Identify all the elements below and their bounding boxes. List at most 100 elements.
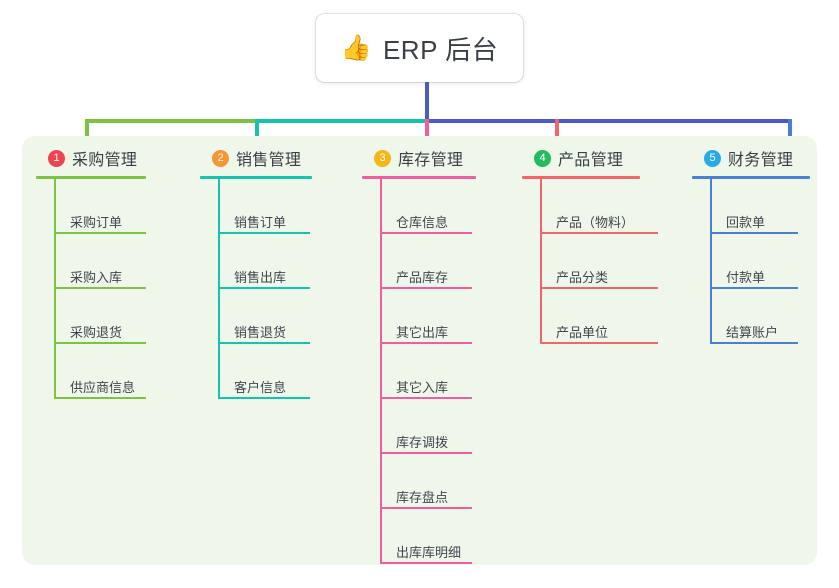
leaf-item[interactable]: 库存调拨 [380, 399, 522, 454]
leaf-item[interactable]: 供应商信息 [54, 344, 196, 399]
branch-column-5: 5 财务管理回款单付款单结算账户 [692, 146, 837, 344]
leaf-underline [380, 507, 472, 509]
branch-title-3: 库存管理 [398, 152, 464, 169]
leaf-label: 出库库明细 [396, 545, 462, 560]
leaf-underline [218, 287, 310, 289]
leaf-label: 销售出库 [234, 270, 287, 285]
leaf-label: 结算账户 [726, 325, 779, 340]
branch-header-3[interactable]: 3 库存管理 [362, 146, 522, 170]
leaf-label: 其它入库 [396, 380, 449, 395]
branch-underline-3 [362, 176, 476, 179]
leaf-underline [710, 342, 798, 344]
leaf-label: 库存调拨 [396, 435, 449, 450]
leaf-item[interactable]: 付款单 [710, 234, 837, 289]
leaf-label: 销售退货 [234, 325, 287, 340]
leaf-item[interactable]: 回款单 [710, 179, 837, 234]
leaf-underline [218, 397, 310, 399]
leaf-underline [710, 232, 798, 234]
leaf-label: 供应商信息 [70, 380, 136, 395]
branch-title-5: 财务管理 [728, 152, 794, 169]
leaf-item[interactable]: 其它入库 [380, 344, 522, 399]
leaf-underline [54, 232, 146, 234]
branch-column-4: 4 产品管理产品（物料） 产品分类产品单位 [522, 146, 687, 344]
leaf-item[interactable]: 采购订单 [54, 179, 196, 234]
leaf-item[interactable]: 产品分类 [540, 234, 687, 289]
leaf-item[interactable]: 产品（物料） [540, 179, 687, 234]
leaf-item[interactable]: 销售退货 [218, 289, 355, 344]
leaf-underline [540, 287, 658, 289]
leaf-underline [380, 452, 472, 454]
leaf-spine-3 [380, 179, 382, 564]
branch-badge-2: 2 [212, 149, 229, 167]
leaf-item[interactable]: 仓库信息 [380, 179, 522, 234]
leaf-underline [380, 287, 472, 289]
leaf-list-4: 产品（物料） 产品分类产品单位 [540, 179, 687, 344]
leaf-label: 仓库信息 [396, 215, 449, 230]
leaf-underline [380, 562, 472, 564]
leaf-label: 库存盘点 [396, 490, 449, 505]
bus-segment-green [85, 119, 257, 123]
branch-title-4: 产品管理 [558, 152, 624, 169]
branch-underline-2 [200, 176, 312, 179]
branch-badge-5: 5 [704, 149, 721, 167]
branch-badge-4: 4 [534, 149, 551, 167]
leaf-list-3: 仓库信息产品库存其它出库其它入库库存调拨库存盘点出库库明细 [380, 179, 522, 564]
leaf-label: 采购入库 [70, 270, 123, 285]
leaf-underline [540, 232, 658, 234]
trunk-connector [425, 82, 429, 123]
leaf-label: 其它出库 [396, 325, 449, 340]
leaf-item[interactable]: 采购退货 [54, 289, 196, 344]
leaf-underline [218, 232, 310, 234]
leaf-list-2: 销售订单销售出库销售退货客户信息 [218, 179, 355, 399]
branch-header-4[interactable]: 4 产品管理 [522, 146, 687, 170]
branch-underline-5 [692, 176, 810, 179]
leaf-label: 产品单位 [556, 325, 609, 340]
leaf-item[interactable]: 结算账户 [710, 289, 837, 344]
leaf-item[interactable]: 产品单位 [540, 289, 687, 344]
leaf-item[interactable]: 产品库存 [380, 234, 522, 289]
leaf-item[interactable]: 客户信息 [218, 344, 355, 399]
branch-underline-4 [522, 176, 640, 179]
leaf-label: 采购退货 [70, 325, 123, 340]
leaf-item[interactable]: 销售出库 [218, 234, 355, 289]
leaf-item[interactable]: 其它出库 [380, 289, 522, 344]
thumbs-up-icon: 👍 [340, 33, 372, 62]
leaf-label: 回款单 [726, 215, 766, 230]
branch-header-5[interactable]: 5 财务管理 [692, 146, 837, 170]
root-node-card[interactable]: 👍 ERP 后台 [316, 14, 523, 82]
leaf-spine-5 [710, 179, 712, 344]
leaf-underline [54, 287, 146, 289]
leaf-item[interactable]: 库存盘点 [380, 454, 522, 509]
leaf-spine-2 [218, 179, 220, 399]
leaf-spine-4 [540, 179, 542, 344]
branch-column-1: 1 采购管理采购订单采购入库采购退货供应商信息 [36, 146, 196, 399]
leaf-item[interactable]: 出库库明细 [380, 509, 522, 564]
branch-title-1: 采购管理 [72, 152, 138, 169]
leaf-underline [380, 232, 472, 234]
leaf-label: 产品分类 [556, 270, 609, 285]
branch-underline-1 [36, 176, 146, 179]
leaf-underline [710, 287, 798, 289]
leaf-item[interactable]: 销售订单 [218, 179, 355, 234]
leaf-label: 产品库存 [396, 270, 449, 285]
leaf-list-5: 回款单付款单结算账户 [710, 179, 837, 344]
leaf-label: 付款单 [726, 270, 766, 285]
root-node-title: ERP 后台 [382, 34, 499, 65]
leaf-label: 客户信息 [234, 380, 287, 395]
branch-column-3: 3 库存管理仓库信息产品库存其它出库其它入库库存调拨库存盘点出库库明细 [362, 146, 522, 564]
leaf-label: 销售订单 [234, 215, 287, 230]
leaf-list-1: 采购订单采购入库采购退货供应商信息 [54, 179, 196, 399]
branch-badge-3: 3 [374, 149, 391, 167]
branches-panel [22, 136, 817, 565]
leaf-underline [540, 342, 658, 344]
bus-segment-blue [425, 119, 792, 123]
branch-header-1[interactable]: 1 采购管理 [36, 146, 196, 170]
leaf-label: 产品（物料） [556, 215, 635, 230]
bus-segment-teal [255, 119, 427, 123]
leaf-item[interactable]: 采购入库 [54, 234, 196, 289]
leaf-underline [380, 342, 472, 344]
branch-badge-1: 1 [48, 149, 65, 167]
